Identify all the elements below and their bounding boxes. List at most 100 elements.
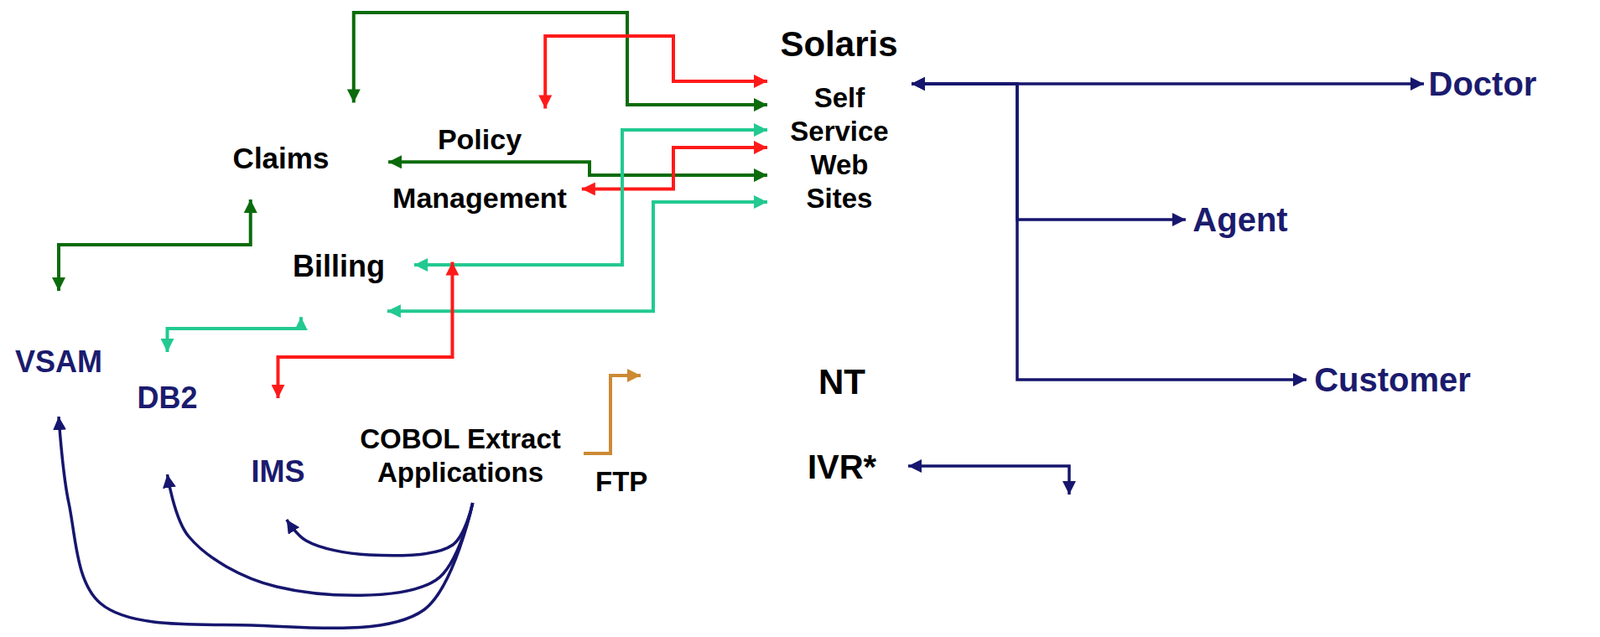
application-ellipse-outline: [223, 91, 390, 216]
phone-keys: [1048, 550, 1092, 582]
node-label: IVR*: [775, 448, 909, 486]
monitor-shadow: [1200, 248, 1290, 312]
mainframe-body: [216, 36, 590, 516]
store-bottom: [640, 408, 745, 434]
data-flow-arrow: [911, 83, 1307, 380]
user-terminal: Doctor: [1423, 65, 1542, 192]
phone-cord: [1000, 538, 1007, 589]
node-label: Billing: [284, 249, 394, 284]
node-label: Claims: [222, 141, 340, 176]
node-label: Solaris: [754, 25, 924, 64]
database-cylinder: VSAM: [12, 290, 105, 417]
table-grid: [99, 429, 186, 480]
batch-box: COBOL Extract Applications: [337, 408, 584, 504]
batch-box-fill: [338, 410, 583, 503]
monitor-base: [1215, 321, 1269, 331]
server-body: [756, 26, 923, 352]
phone-line: [908, 466, 1070, 495]
cylinder-top: [236, 399, 321, 422]
server-panel-rule: [767, 239, 911, 341]
ivr-region: IVR*: [775, 418, 909, 514]
user-terminal: Customer: [1306, 361, 1479, 492]
node-label: DB2: [122, 381, 213, 416]
data-flow-arrow: [388, 161, 768, 176]
data-flow-arrow: [911, 83, 1186, 220]
data-flow-arrow: [353, 12, 768, 105]
node-shape: [337, 408, 584, 504]
server-highlight: [759, 68, 766, 344]
monitor-bezel: [1197, 244, 1287, 309]
ftp-arrow: [583, 375, 641, 454]
cylinder-top: [14, 291, 104, 316]
data-flow-arrow: [581, 147, 768, 189]
mainframe-slot: [553, 62, 566, 281]
cylinder-top: [124, 353, 212, 376]
phone-mouthpiece: [1111, 518, 1143, 539]
phone-base-top: [1016, 533, 1124, 544]
data-flow-arrow: [387, 202, 768, 312]
application-ellipse: Billing: [262, 203, 416, 327]
cloud-outline: [1132, 12, 1590, 554]
cloud-shadow: [1137, 18, 1595, 560]
table-header: [99, 416, 186, 430]
node-label: IMS: [234, 455, 322, 489]
node-label: Self Service Web Sites: [780, 81, 899, 216]
cloud-fill: [1133, 14, 1588, 552]
mainframe-panel: [440, 46, 580, 390]
document-lines: [47, 312, 91, 330]
monitor-base: [1367, 476, 1422, 486]
application-ellipse-outline: [342, 84, 584, 263]
region-outline: [768, 67, 911, 229]
extract-file-store: [640, 321, 745, 434]
region-outline: [776, 419, 908, 513]
phone-base: [1002, 540, 1139, 594]
protocol-label: FTP: [595, 465, 648, 499]
mainframe-slot: [533, 62, 546, 281]
data-flow-arrow: [167, 316, 302, 353]
telephone: [996, 506, 1143, 594]
database-cylinder: IMS: [234, 398, 322, 520]
application-ellipse: Policy Management: [341, 83, 585, 264]
phone-handset: [1004, 506, 1134, 527]
store-top: [640, 321, 745, 347]
node-shape: [341, 83, 585, 264]
node-label: COBOL Extract Applications: [347, 422, 574, 490]
server: NTIVR*: [763, 357, 921, 637]
monitor-bezel: [1350, 400, 1439, 464]
monitor-screen: [1356, 406, 1433, 458]
monitor-neck: [1470, 164, 1485, 177]
server-panel: [767, 239, 911, 341]
user-terminal: Agent: [1185, 201, 1295, 338]
monitor-neck: [1235, 308, 1249, 322]
mainframe: [216, 36, 590, 516]
mainframe-panel: [226, 46, 432, 390]
segment-icon: [290, 490, 306, 504]
mainframe-slot: [280, 51, 357, 71]
monitor-neck: [1387, 463, 1402, 477]
drive-slot: [783, 537, 822, 548]
data-flow-arrow: [58, 199, 251, 291]
server: SolarisSelf Service Web Sites: [754, 25, 924, 353]
server-panel: [773, 520, 911, 634]
data-flow-arrow: [286, 503, 473, 556]
phone-earpiece: [996, 518, 1027, 539]
node-label: Policy Management: [383, 109, 577, 228]
application-ellipse-outline: [263, 204, 415, 326]
monitor-screen: [1204, 251, 1280, 302]
application-ellipse: Claims: [222, 90, 390, 217]
database-cylinder: DB2: [122, 352, 213, 475]
node-label: Doctor: [1423, 65, 1542, 103]
node-label: VSAM: [12, 345, 105, 380]
phone-keypad: [1042, 546, 1098, 586]
table-icon: [99, 416, 186, 480]
document-fold: [86, 294, 98, 306]
store-body: [640, 333, 745, 421]
drive-slot: [783, 557, 822, 568]
network-cloud: [1132, 12, 1595, 560]
segment-icon: [273, 431, 289, 446]
monitor-shadow: [1353, 403, 1443, 468]
